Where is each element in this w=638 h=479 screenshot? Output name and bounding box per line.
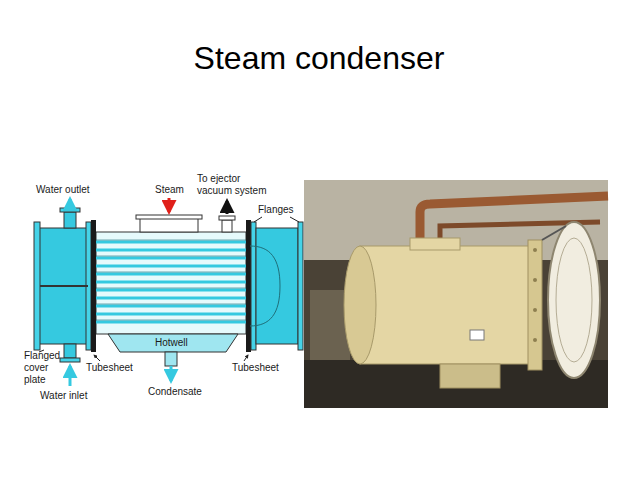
- steam-arrow: [168, 198, 171, 212]
- tube: [96, 297, 246, 300]
- condensate-pipe: [165, 352, 177, 366]
- leader-line: [94, 355, 100, 361]
- part-label: Tubesheet: [232, 362, 279, 374]
- tubesheet: [246, 220, 251, 352]
- pipe-flange: [60, 358, 80, 362]
- tube-wall: [96, 256, 246, 257]
- return-flow: [250, 286, 280, 326]
- tube: [96, 241, 246, 244]
- part-label: Flanges: [258, 204, 294, 216]
- part-label: Water inlet: [40, 390, 87, 402]
- tube: [96, 321, 246, 324]
- cover-plate: [548, 222, 600, 378]
- tube: [96, 305, 246, 308]
- tube: [96, 249, 246, 252]
- nozzle: [410, 238, 460, 250]
- tube: [96, 273, 246, 276]
- bolt: [533, 338, 537, 342]
- part-label: Water outlet: [36, 184, 90, 196]
- tube: [96, 265, 246, 268]
- photo-ground: [304, 180, 608, 408]
- tube-wall: [96, 288, 246, 289]
- pipe-flange: [60, 208, 80, 212]
- return-flow: [250, 246, 280, 286]
- condenser-photo: [304, 180, 608, 408]
- tube: [96, 257, 246, 260]
- tube: [96, 281, 246, 284]
- bolt: [533, 278, 537, 282]
- tube: [96, 289, 246, 292]
- inlet-pipe: [64, 344, 76, 358]
- flange: [251, 222, 256, 350]
- hinge: [542, 226, 566, 240]
- part-label: Hotwell: [155, 337, 188, 349]
- part-label: Tubesheet: [86, 362, 133, 374]
- steam-inlet: [140, 218, 198, 232]
- shell-end: [344, 246, 376, 364]
- bolt: [533, 248, 537, 252]
- flange: [528, 240, 542, 370]
- tube-wall: [96, 240, 246, 241]
- part-label: Condensate: [148, 386, 202, 398]
- flow-arrow: [170, 366, 173, 381]
- cover-plate: [34, 222, 40, 350]
- pipe-flange: [219, 216, 235, 220]
- support: [440, 364, 500, 388]
- shell: [96, 232, 246, 334]
- outlet-pipe: [64, 212, 76, 228]
- vacuum-arrow: [226, 201, 229, 214]
- cover-rim: [556, 238, 592, 362]
- tube-wall: [96, 320, 246, 321]
- hotwell: [108, 334, 238, 352]
- condenser-shell: [360, 246, 540, 364]
- flange: [298, 222, 303, 350]
- page-title: Steam condenser: [0, 40, 638, 77]
- flow-arrow: [69, 366, 72, 386]
- tube-wall: [96, 304, 246, 305]
- inlet-flange: [136, 215, 202, 219]
- tube-wall: [96, 272, 246, 273]
- bolt: [533, 308, 537, 312]
- placard: [470, 330, 484, 340]
- pass-partition: [40, 285, 88, 287]
- part-label: To ejector vacuum system: [197, 173, 269, 197]
- tube: [96, 313, 246, 316]
- flow-arrow: [69, 199, 72, 207]
- leader-line: [254, 217, 262, 222]
- ejector-pipe: [222, 220, 232, 232]
- water-box: [38, 228, 90, 344]
- part-label: Steam: [155, 184, 184, 196]
- water-box: [256, 228, 298, 344]
- tube-walls: [96, 240, 246, 320]
- leader-line: [290, 217, 299, 222]
- tubesheet: [91, 220, 96, 352]
- tube-bundle: [96, 242, 246, 322]
- condenser-schematic: [34, 198, 303, 386]
- part-label: Flanged cover plate: [24, 350, 62, 386]
- leader-line: [244, 355, 248, 361]
